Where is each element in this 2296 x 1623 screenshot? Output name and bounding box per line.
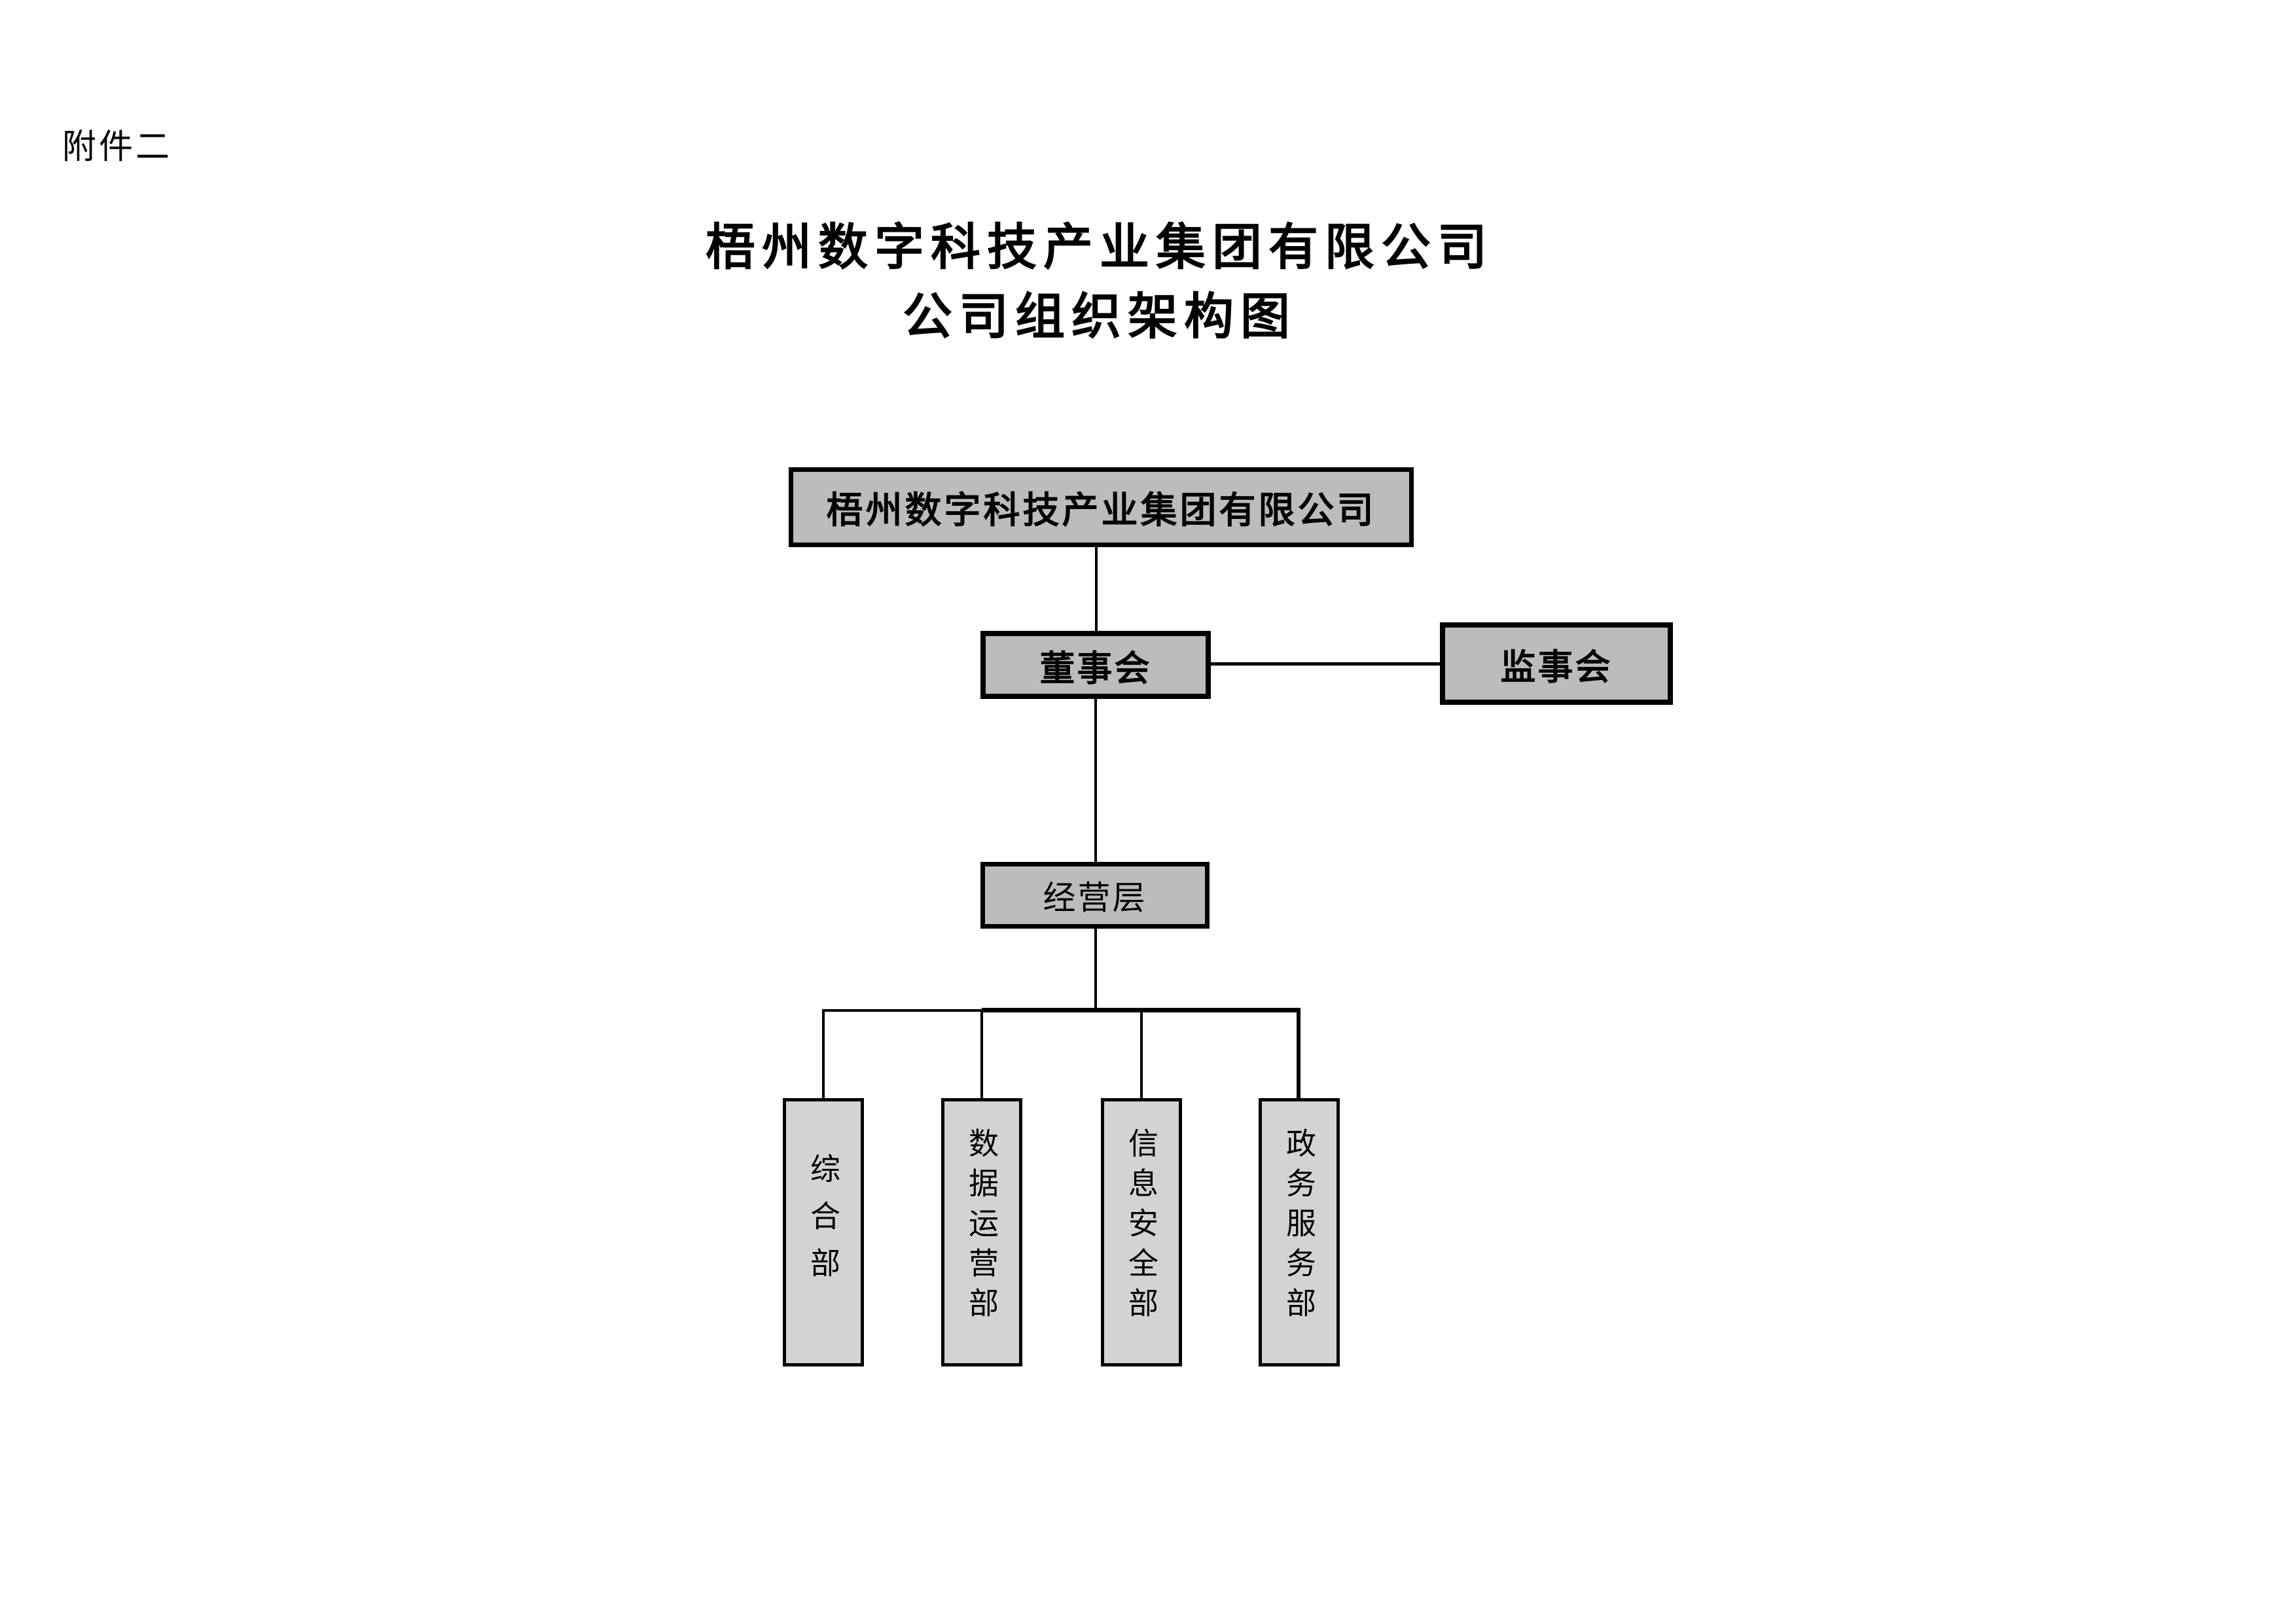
department-box-information-security: 信息安全部: [1101, 1098, 1182, 1366]
attachment-label: 附件二: [62, 129, 173, 166]
page-title-line1: 梧州数字科技产业集团有限公司: [706, 221, 1494, 276]
connector-management-to-bar: [1094, 929, 1097, 1009]
connector-root-to-board: [1095, 547, 1098, 631]
board-of-directors-box: 董事会: [980, 631, 1211, 699]
connector-drop-dept-4: [1297, 1010, 1300, 1098]
department-box-data-operations: 数据运营部: [941, 1098, 1022, 1366]
department-label-information-security: 信息安全部: [1124, 1127, 1158, 1327]
department-label-data-operations: 数据运营部: [965, 1127, 999, 1327]
management-level-box: 经营层: [980, 862, 1210, 929]
connector-board-to-management: [1094, 699, 1097, 862]
connector-bar-right: [982, 1008, 1300, 1012]
department-label-government-services: 政务服务部: [1282, 1127, 1316, 1327]
company-root-box: 梧州数字科技产业集团有限公司: [789, 467, 1414, 547]
department-box-government-services: 政务服务部: [1259, 1098, 1340, 1366]
connector-bar-left: [822, 1009, 983, 1012]
department-label-general: 综合部: [806, 1153, 840, 1294]
supervisory-board-box: 监事会: [1440, 622, 1673, 705]
page-title: 梧州数字科技产业集团有限公司 公司组织架构图: [0, 213, 2199, 352]
board-of-directors-label: 董事会: [1039, 649, 1152, 688]
page-title-line2: 公司组织架构图: [903, 290, 1297, 345]
supervisory-board-label: 监事会: [1500, 647, 1613, 687]
department-box-general: 综合部: [783, 1098, 864, 1366]
connector-drop-dept-3: [1140, 1010, 1143, 1098]
connector-board-to-supervisory: [1211, 662, 1440, 666]
connector-drop-dept-2: [980, 1010, 983, 1098]
connector-drop-dept-1: [822, 1010, 825, 1098]
company-root-label: 梧州数字科技产业集团有限公司: [826, 489, 1376, 531]
management-level-label: 经营层: [1043, 880, 1147, 916]
